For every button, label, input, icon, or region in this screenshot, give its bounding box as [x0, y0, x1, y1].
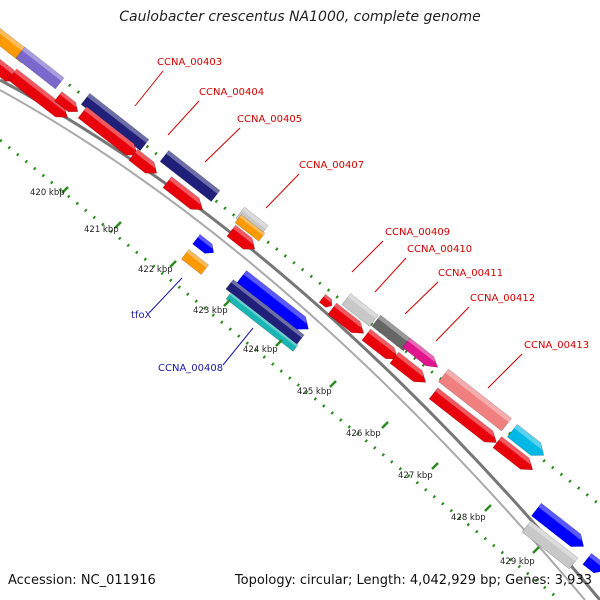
scale-tick [329, 380, 337, 388]
gene-block-navy-2 [159, 150, 221, 202]
gene-block-grey-2 [341, 293, 379, 327]
gene-arrow-magenta-1 [402, 337, 439, 368]
gene-label-ccna_00403[interactable]: CCNA_00403 [157, 57, 222, 68]
gene-block-pink-1 [438, 368, 512, 432]
gene-label-tfox[interactable]: tfoX [131, 310, 152, 321]
gene-block-orange-2 [234, 214, 266, 242]
scale-tick [431, 462, 439, 470]
leader-line-ccna_00409 [351, 240, 384, 273]
leader-line-ccna_00411 [404, 281, 439, 315]
leader-line-ccna_00403 [134, 70, 164, 107]
gene-arrow-blue-3 [531, 502, 585, 547]
scale-tick [61, 186, 69, 194]
scale-tick [223, 299, 231, 307]
inner-tick-ring [0, 138, 561, 600]
gene-block-orange-3 [181, 249, 209, 275]
gene-arrow-red-10 [361, 328, 399, 360]
gene-arrow-blue-4 [582, 552, 600, 574]
scale-label: 425 kbp [297, 387, 332, 397]
scale-tick [114, 221, 122, 229]
gene-arrow-red-9 [327, 302, 365, 334]
gene-block-navy-1 [80, 92, 150, 152]
gene-arrow-red-5 [128, 148, 158, 174]
genome-summary-text: Topology: circular; Length: 4,042,929 bp… [234, 573, 592, 588]
gene-label-ccna_00413[interactable]: CCNA_00413 [524, 340, 589, 351]
gene-block-purple-1 [15, 46, 65, 90]
gene-arrow-red-8 [318, 293, 333, 308]
scale-label: 422 kbp [138, 265, 173, 275]
scale-tick [381, 421, 389, 429]
gene-block-teal-1 [225, 292, 299, 352]
gene-block-grey-3 [371, 314, 413, 352]
scale-tick [484, 504, 492, 512]
gene-label-ccna_00404[interactable]: CCNA_00404 [199, 87, 264, 98]
gene-arrow-red-12 [428, 387, 497, 443]
gene-label-ccna_00410[interactable]: CCNA_00410 [407, 244, 472, 255]
scale-label: 420 kbp [30, 188, 65, 198]
gene-label-ccna_00407[interactable]: CCNA_00407 [299, 160, 364, 171]
gene-arrow-cyan-1 [506, 423, 545, 456]
accession-text: Accession: NC_011916 [8, 573, 156, 588]
scale-label: 426 kbp [346, 429, 381, 439]
leader-line-ccna_00404 [167, 100, 200, 136]
gene-label-ccna_00409[interactable]: CCNA_00409 [385, 227, 450, 238]
map-title: Caulobacter crescentus NA1000, complete … [119, 9, 481, 25]
gene-arrow-blue-2 [236, 270, 309, 330]
leader-line-ccna_00413 [487, 353, 523, 389]
leader-line-ccna_00407 [265, 173, 300, 209]
scale-tick [169, 260, 177, 268]
scale-label: 429 kbp [500, 557, 535, 567]
leader-line-ccna_00412 [435, 306, 470, 342]
scale-label: 428 kbp [451, 513, 486, 523]
leader-line-ccna_00405 [204, 127, 241, 163]
gene-label-ccna_00411[interactable]: CCNA_00411 [438, 268, 503, 279]
gene-arrow-red-3 [77, 106, 138, 156]
gene-block-grey-4 [521, 520, 579, 570]
gene-label-ccna_00405[interactable]: CCNA_00405 [237, 114, 302, 125]
gene-label-ccna_00408[interactable]: CCNA_00408 [158, 363, 223, 374]
gene-arrow-red-6 [162, 176, 204, 211]
scale-label: 427 kbp [398, 471, 433, 481]
leader-line-tfox [149, 277, 183, 313]
gene-arrow-red-13 [492, 436, 534, 471]
scale-label: 424 kbp [243, 345, 278, 355]
scale-label: 421 kbp [84, 225, 119, 235]
gene-arrow-red-11 [389, 351, 427, 383]
backbone-outer [0, 78, 600, 600]
gene-label-ccna_00412[interactable]: CCNA_00412 [470, 293, 535, 304]
gene-arrow-red-7 [226, 224, 256, 250]
scale-tick [532, 546, 540, 554]
gene-arrow-blue-1 [192, 234, 215, 254]
gene-arrow-red-4 [54, 91, 79, 113]
scale-tick [275, 339, 283, 347]
scale-label: 423 kbp [193, 306, 228, 316]
backbone-inner [0, 89, 586, 600]
leader-line-ccna_00410 [374, 257, 407, 293]
leader-line-ccna_00408 [222, 327, 254, 366]
